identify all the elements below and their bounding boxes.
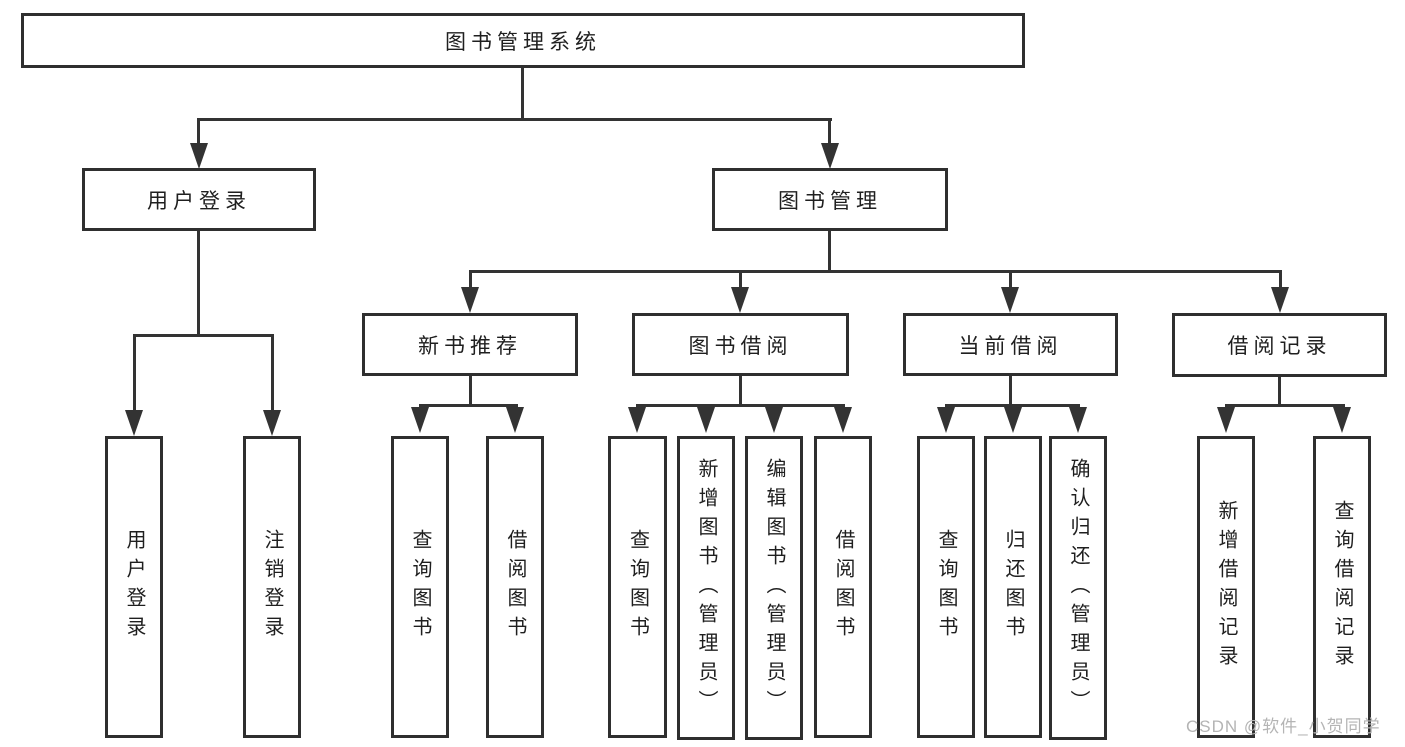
leaf-label: 注销登录 bbox=[261, 529, 283, 645]
node-book-borrow: 图书借阅 bbox=[632, 313, 849, 376]
leaf-label: 新增借阅记录 bbox=[1215, 500, 1237, 674]
leaf-label: 新增图书（管理员） bbox=[695, 457, 717, 719]
arrow-down-icon bbox=[125, 410, 143, 436]
connector-line bbox=[419, 404, 518, 407]
arrow-down-icon bbox=[506, 407, 524, 433]
connector-line bbox=[1279, 272, 1282, 288]
connector-line bbox=[271, 336, 274, 411]
arrow-down-icon bbox=[263, 410, 281, 436]
node-label: 用户登录 bbox=[147, 189, 251, 213]
leaf-label: 编辑图书（管理员） bbox=[763, 457, 785, 719]
node-label: 借阅记录 bbox=[1227, 335, 1332, 358]
arrow-down-icon bbox=[628, 407, 646, 433]
node-borrow-records: 借阅记录 bbox=[1172, 313, 1387, 377]
leaf-label: 借阅图书 bbox=[504, 529, 526, 645]
leaf-add-books-admin: 新增图书（管理员） bbox=[677, 436, 735, 740]
leaf-label: 查询图书 bbox=[935, 529, 957, 645]
node-current-borrow: 当前借阅 bbox=[903, 313, 1118, 376]
leaf-add-borrow-record: 新增借阅记录 bbox=[1197, 436, 1255, 738]
leaf-label: 查询图书 bbox=[626, 529, 649, 645]
leaf-label: 查询借阅记录 bbox=[1331, 500, 1353, 674]
watermark-csdn: CSDN @软件_小贺同学 bbox=[1186, 717, 1381, 736]
connector-line bbox=[1225, 404, 1345, 407]
node-root: 图书管理系统 bbox=[21, 13, 1025, 68]
arrow-down-icon bbox=[834, 407, 852, 433]
node-new-book-recommend: 新书推荐 bbox=[362, 313, 578, 376]
connector-line bbox=[1278, 377, 1281, 406]
leaf-edit-books-admin: 编辑图书（管理员） bbox=[745, 436, 803, 740]
leaf-confirm-return-admin: 确认归还（管理员） bbox=[1049, 436, 1107, 740]
connector-line bbox=[1009, 376, 1012, 406]
node-label: 新书推荐 bbox=[418, 334, 522, 358]
connector-line bbox=[945, 404, 1080, 407]
leaf-borrow-books-recommend: 借阅图书 bbox=[486, 436, 544, 738]
node-label: 当前借阅 bbox=[958, 334, 1063, 358]
arrow-down-icon bbox=[697, 407, 715, 433]
arrow-down-icon bbox=[937, 407, 955, 433]
connector-line bbox=[636, 404, 845, 407]
node-label: 图书借阅 bbox=[688, 334, 793, 358]
leaf-query-books-current: 查询图书 bbox=[917, 436, 975, 738]
arrow-down-icon bbox=[1001, 287, 1019, 313]
leaf-label: 归还图书 bbox=[1002, 529, 1024, 645]
connector-line bbox=[1009, 272, 1012, 288]
leaf-label: 用户登录 bbox=[123, 529, 145, 645]
connector-line bbox=[197, 118, 832, 121]
arrow-down-icon bbox=[765, 407, 783, 433]
arrow-down-icon bbox=[1004, 407, 1022, 433]
node-root-label: 图书管理系统 bbox=[445, 30, 601, 54]
node-book-management: 图书管理 bbox=[712, 168, 948, 231]
connector-line bbox=[521, 68, 524, 120]
connector-line bbox=[197, 231, 200, 337]
connector-line bbox=[133, 336, 136, 411]
connector-line bbox=[828, 120, 831, 145]
leaf-query-books-recommend: 查询图书 bbox=[391, 436, 449, 738]
connector-line bbox=[469, 270, 1282, 273]
arrow-down-icon bbox=[190, 143, 208, 169]
leaf-return-books: 归还图书 bbox=[984, 436, 1042, 738]
leaf-label: 查询图书 bbox=[409, 529, 431, 645]
arrow-down-icon bbox=[1069, 407, 1087, 433]
leaf-query-borrow-record: 查询借阅记录 bbox=[1313, 436, 1371, 738]
connector-line bbox=[828, 231, 831, 273]
arrow-down-icon bbox=[461, 287, 479, 313]
node-user-login: 用户登录 bbox=[82, 168, 316, 231]
arrow-down-icon bbox=[1333, 407, 1351, 433]
arrow-down-icon bbox=[411, 407, 429, 433]
connector-line bbox=[197, 120, 200, 145]
leaf-logout-login: 注销登录 bbox=[243, 436, 301, 738]
connector-line bbox=[739, 376, 742, 406]
connector-line bbox=[133, 334, 274, 337]
arrow-down-icon bbox=[1217, 407, 1235, 433]
arrow-down-icon bbox=[821, 143, 839, 169]
connector-line bbox=[739, 272, 742, 288]
node-label: 图书管理 bbox=[778, 189, 882, 213]
leaf-borrow-books: 借阅图书 bbox=[814, 436, 872, 738]
connector-line bbox=[469, 272, 472, 288]
arrow-down-icon bbox=[1271, 287, 1289, 313]
connector-line bbox=[469, 376, 472, 406]
leaf-user-login: 用户登录 bbox=[105, 436, 163, 738]
leaf-label: 确认归还（管理员） bbox=[1067, 457, 1089, 719]
leaf-label: 借阅图书 bbox=[832, 529, 854, 645]
arrow-down-icon bbox=[731, 287, 749, 313]
leaf-query-books-borrow: 查询图书 bbox=[608, 436, 667, 738]
